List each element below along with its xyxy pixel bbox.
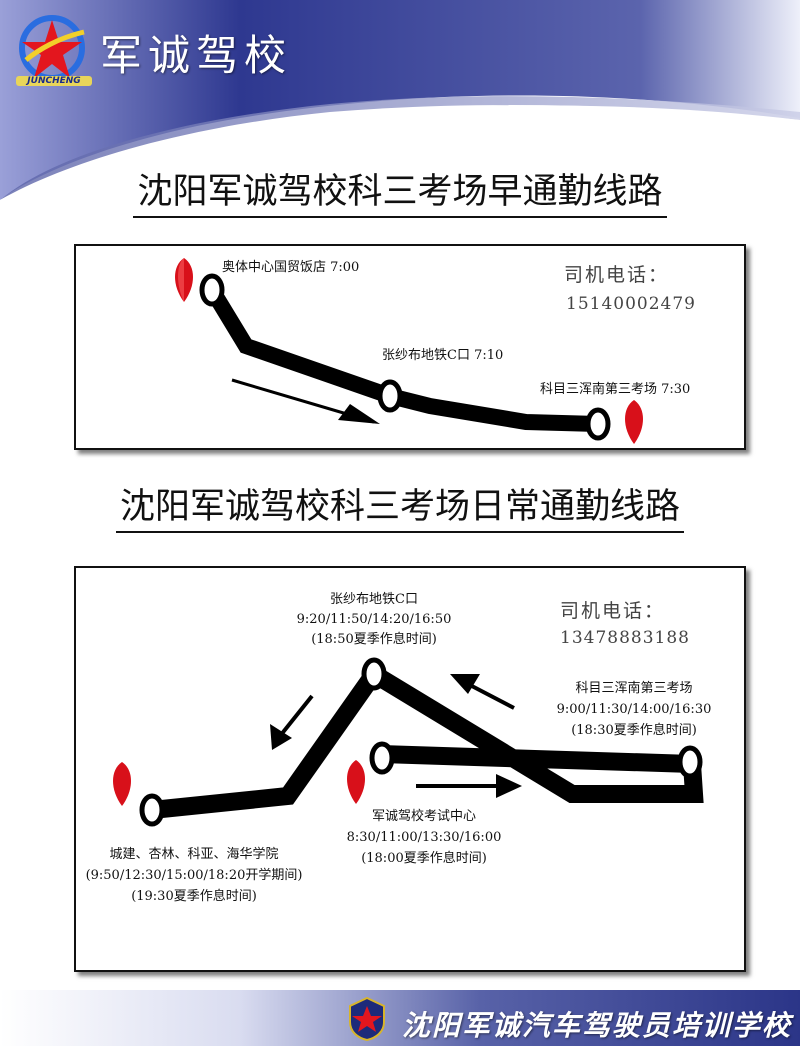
stop-name: 科目三浑南第三考场	[575, 681, 693, 696]
stop-name: 张纱布地铁C口	[330, 592, 418, 607]
stop-label-3: 科目三浑南第三考场 7:30	[540, 382, 691, 397]
school-logo-icon	[349, 996, 385, 1042]
stop-name: 城建、杏林、科亚、海华学院	[109, 847, 279, 862]
stop-label-2: 张纱布地铁C口 7:10	[382, 348, 504, 363]
map-pin-icon	[347, 760, 365, 804]
stop-times: 9:20/11:50/14:20/16:50	[296, 612, 452, 627]
footer-band	[0, 990, 800, 1046]
daily-stop-universities: 城建、杏林、科亚、海华学院 (9:50/12:30/15:00/18:20开学期…	[86, 844, 303, 907]
driver-phone-number: 13478883188	[560, 628, 690, 648]
daily-route-title: 沈阳军诚驾校科三考场日常通勤线路	[0, 478, 800, 533]
header-band	[0, 0, 800, 200]
direction-arrow-icon	[416, 774, 522, 798]
map-pin-icon	[113, 762, 131, 806]
daily-stop-zhangshabu: 张纱布地铁C口 9:20/11:50/14:20/16:50 (18:50夏季作…	[297, 590, 452, 650]
stop-note: (19:30夏季作息时间)	[131, 889, 257, 904]
daily-stop-exam-center: 军诚驾校考试中心 8:30/11:00/13:30/16:00 (18:00夏季…	[347, 806, 502, 869]
direction-arrow-icon	[338, 404, 380, 424]
daily-route-path	[113, 657, 704, 827]
stop-times: (9:50/12:30/15:00/18:20开学期间)	[85, 868, 303, 883]
stop-note: (18:00夏季作息时间)	[361, 851, 487, 866]
daily-route-map: 张纱布地铁C口 9:20/11:50/14:20/16:50 (18:50夏季作…	[74, 566, 746, 972]
stop-times: 9:00/11:30/14:00/16:30	[556, 702, 712, 717]
map-pin-icon	[175, 258, 193, 302]
stop-note: (18:30夏季作息时间)	[571, 723, 697, 738]
morning-route-map: 奥体中心国贸饭店 7:00 张纱布地铁C口 7:10 科目三浑南第三考场 7:3…	[74, 244, 746, 450]
daily-route-title-text: 沈阳军诚驾校科三考场日常通勤线路	[115, 487, 684, 533]
school-name: 军诚驾校	[100, 31, 293, 80]
stop-name: 军诚驾校考试中心	[371, 809, 477, 824]
route-node-icon	[199, 273, 611, 441]
logo-caption: JUNCHENG	[16, 76, 92, 86]
driver-phone-number: 15140002479	[566, 294, 696, 314]
morning-route-path	[175, 258, 643, 444]
morning-route-title-text: 沈阳军诚驾校科三考场早通勤线路	[133, 172, 667, 218]
driver-phone-label: 司机电话：	[560, 600, 666, 622]
driver-phone-label: 司机电话：	[564, 264, 670, 286]
morning-route-title: 沈阳军诚驾校科三考场早通勤线路	[0, 163, 800, 218]
footer-school-name: 沈阳军诚汽车驾驶员培训学校	[402, 1009, 793, 1042]
direction-arrow-icon	[270, 694, 314, 750]
map-pin-icon	[625, 400, 643, 444]
stop-label-1: 奥体中心国贸饭店 7:00	[222, 260, 360, 275]
direction-arrow-icon	[450, 674, 515, 710]
daily-stop-exam-site: 科目三浑南第三考场 9:00/11:30/14:00/16:30 (18:30夏…	[557, 678, 712, 741]
stop-note: (18:50夏季作息时间)	[311, 632, 437, 647]
stop-times: 8:30/11:00/13:30/16:00	[346, 830, 502, 845]
header-wave	[0, 0, 800, 200]
route-node-icon	[139, 657, 703, 827]
